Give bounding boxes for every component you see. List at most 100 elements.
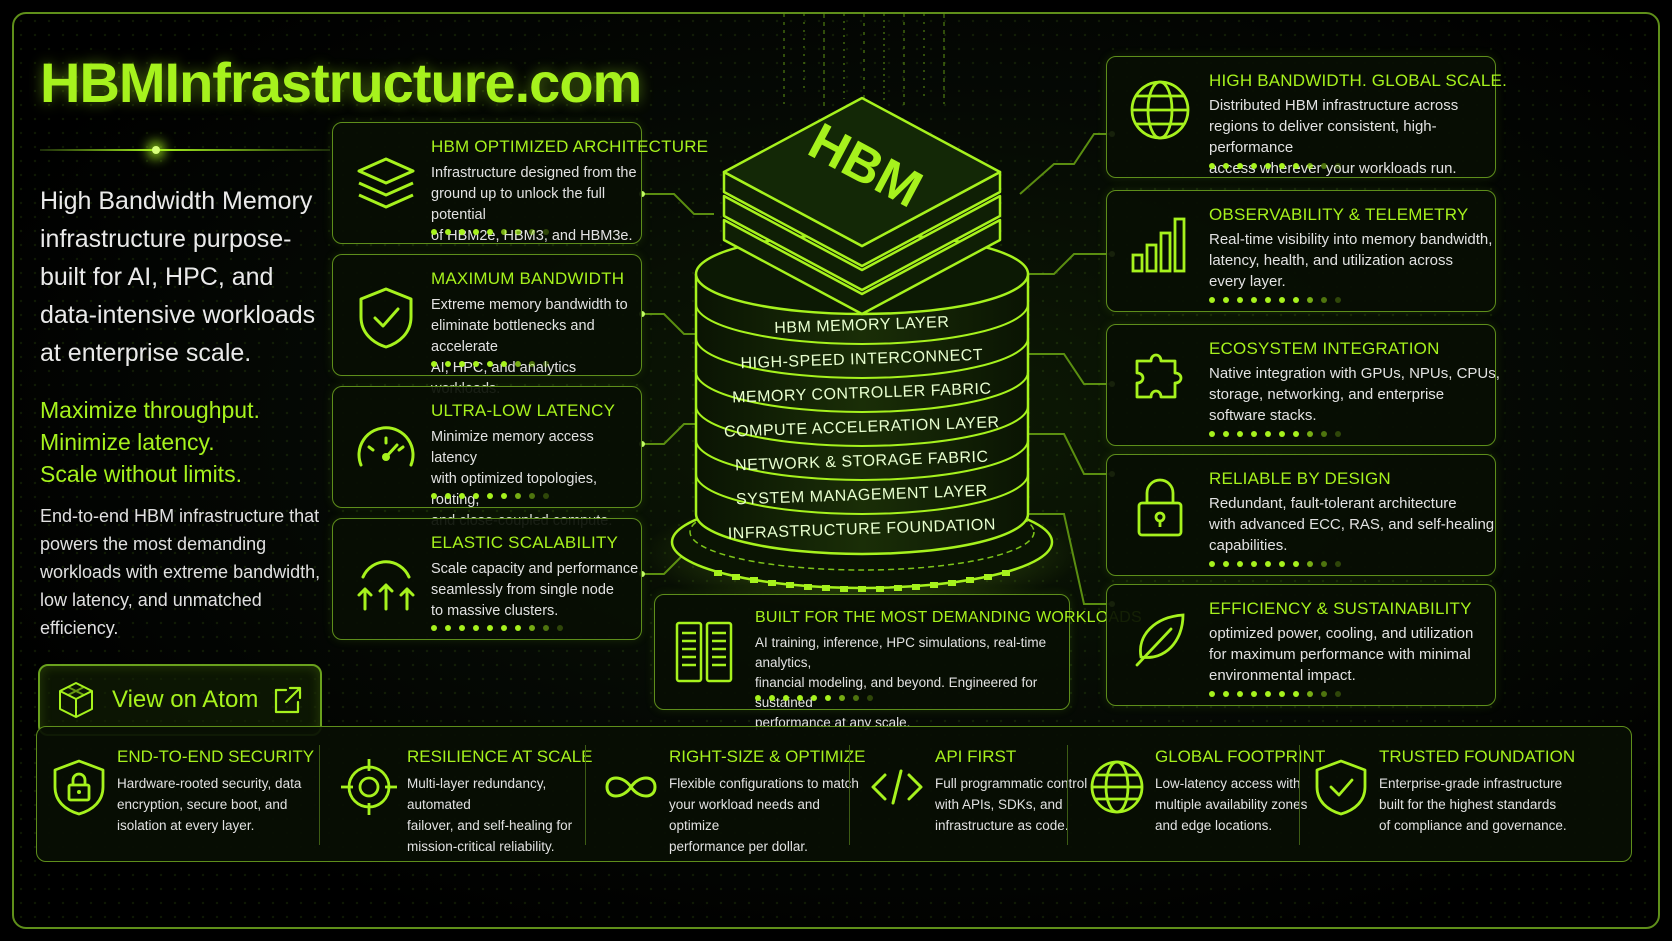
card-body: Real-time visibility into memory bandwid… xyxy=(1209,229,1509,292)
tagline-line: Scale without limits. xyxy=(40,461,242,487)
body-line: with APIs, SDKs, and xyxy=(935,797,1063,812)
puzzle-icon xyxy=(1135,353,1183,399)
feature-body: Multi-layer redundancy, automated failov… xyxy=(407,773,597,857)
card-title: ULTRA-LOW LATENCY xyxy=(431,401,616,420)
body-line: Flexible configurations to match xyxy=(669,776,859,791)
body-line: built for the highest standards xyxy=(1379,797,1557,812)
chip-layer xyxy=(722,218,1002,316)
card-title: OBSERVABILITY & TELEMETRY xyxy=(1209,205,1469,224)
led xyxy=(876,586,884,592)
feature-api-first[interactable]: API FIRST Full programmatic control with… xyxy=(855,727,1087,863)
tagline: Maximize throughput. Minimize latency. S… xyxy=(40,394,330,490)
feature-title: GLOBAL FOOTPRINT xyxy=(1155,747,1326,766)
tagline-line: Maximize throughput. xyxy=(40,397,260,423)
card-observability[interactable]: OBSERVABILITY & TELEMETRY Real-time visi… xyxy=(1106,190,1496,312)
card-reliable-by-design[interactable]: RELIABLE BY DESIGN Redundant, fault-tole… xyxy=(1106,454,1496,576)
description-text: End-to-end HBM infrastructure that power… xyxy=(40,506,321,638)
progress-dots xyxy=(431,625,563,631)
led xyxy=(858,586,866,592)
body-line: Low-latency access with xyxy=(1155,776,1301,791)
led xyxy=(732,574,740,580)
body-line: financial modeling, and beyond. Engineer… xyxy=(755,675,1038,710)
body-line: infrastructure as code. xyxy=(935,818,1069,833)
card-global-scale[interactable]: HIGH BANDWIDTH. GLOBAL SCALE. Distribute… xyxy=(1106,56,1507,178)
card-demanding-workloads[interactable]: BUILT FOR THE MOST DEMANDING WORKLOADS A… xyxy=(654,594,1142,730)
body-line: AI training, inference, HPC simulations,… xyxy=(755,635,1047,670)
led xyxy=(912,584,920,590)
lead-text: High Bandwidth Memory infrastructure pur… xyxy=(40,187,316,367)
feature-separator xyxy=(849,745,850,845)
body-line: encryption, secure boot, and xyxy=(117,797,288,812)
body-line: of compliance and governance. xyxy=(1379,818,1567,833)
led xyxy=(894,585,902,591)
layer-band xyxy=(695,303,1029,345)
body-line: seamlessly from single node xyxy=(431,582,614,598)
card-ecosystem-integration[interactable]: ECOSYSTEM INTEGRATION Native integration… xyxy=(1106,324,1500,446)
card-ultra-low-latency[interactable]: ULTRA-LOW LATENCY Minimize memory access… xyxy=(332,386,642,529)
led xyxy=(786,582,794,588)
feature-title: API FIRST xyxy=(935,747,1017,766)
body-line: multiple availability zones xyxy=(1155,797,1308,812)
feature-right-size-optimize[interactable]: RIGHT-SIZE & OPTIMIZE Flexible configura… xyxy=(589,727,865,863)
target-icon xyxy=(341,759,397,815)
card-body: Scale capacity and performance seamlessl… xyxy=(431,559,638,622)
layer-band xyxy=(695,337,1029,379)
feature-global-footprint[interactable]: GLOBAL FOOTPRINT Low-latency access with… xyxy=(1075,727,1325,863)
cube-icon xyxy=(59,682,93,718)
body-line: Scale capacity and performance xyxy=(431,561,639,577)
card-body: optimized power, cooling, and utilizatio… xyxy=(1209,623,1509,686)
body-line: regions to deliver consistent, high-perf… xyxy=(1209,118,1437,156)
server-rack-icon xyxy=(675,621,733,683)
body-line: and edge locations. xyxy=(1155,818,1273,833)
progress-dots xyxy=(431,361,549,367)
feature-separator xyxy=(585,745,586,845)
body-line: optimized power, cooling, and utilizatio… xyxy=(1209,625,1474,642)
layer-band xyxy=(695,473,1029,515)
card-title: EFFICIENCY & SUSTAINABILITY xyxy=(1209,599,1472,618)
external-link-icon xyxy=(274,686,302,714)
progress-dots xyxy=(1209,561,1341,567)
body-line: latency, health, and utilization across xyxy=(1209,252,1454,269)
feature-body: Enterprise-grade infrastructure built fo… xyxy=(1379,773,1609,836)
body-line: Minimize memory access latency xyxy=(431,429,594,466)
led xyxy=(750,577,758,583)
body-line: Infrastructure designed from the xyxy=(431,165,637,181)
body-line: of HBM2e, HBM3, and HBM3e. xyxy=(431,228,633,244)
card-title: ECOSYSTEM INTEGRATION xyxy=(1209,339,1440,358)
shield-check-icon xyxy=(359,287,413,349)
card-maximum-bandwidth[interactable]: MAXIMUM BANDWIDTH Extreme memory bandwid… xyxy=(332,254,642,397)
bar-chart-icon xyxy=(1131,217,1186,273)
led xyxy=(714,570,722,576)
scale-arrows-icon xyxy=(357,560,415,611)
chip-top xyxy=(722,96,1002,248)
body-line: isolation at every layer. xyxy=(117,818,255,833)
led xyxy=(966,577,974,583)
feature-body: Full programmatic control with APIs, SDK… xyxy=(935,773,1125,836)
led xyxy=(768,580,776,586)
view-on-atom-button[interactable]: View on Atom xyxy=(38,664,322,736)
feature-separator xyxy=(1299,745,1300,845)
layer-band xyxy=(695,371,1029,413)
feature-body: Low-latency access with multiple availab… xyxy=(1155,773,1345,836)
globe-icon xyxy=(1090,760,1144,814)
feature-end-to-end-security[interactable]: END-TO-END SECURITY Hardware-rooted secu… xyxy=(37,727,317,863)
body-line: with advanced ECC, RAS, and self-healing xyxy=(1209,516,1495,533)
card-title: HBM OPTIMIZED ARCHITECTURE xyxy=(431,137,709,156)
body-line: Enterprise-grade infrastructure xyxy=(1379,776,1563,791)
site-title: HBMInfrastructure.com xyxy=(40,51,642,114)
progress-dots xyxy=(1209,431,1341,437)
card-title: BUILT FOR THE MOST DEMANDING WORKLOADS xyxy=(755,609,1142,626)
base-ring xyxy=(689,493,1035,571)
card-hbm-optimized-architecture[interactable]: HBM OPTIMIZED ARCHITECTURE Infrastructur… xyxy=(332,122,708,247)
feature-resilience-at-scale[interactable]: RESILIENCE AT SCALE Multi-layer redundan… xyxy=(327,727,593,863)
progress-dots xyxy=(431,229,549,235)
code-icon xyxy=(871,769,923,805)
card-body: Native integration with GPUs, NPUs, CPUs… xyxy=(1209,363,1509,426)
card-efficiency-sustainability[interactable]: EFFICIENCY & SUSTAINABILITY optimized po… xyxy=(1106,584,1496,706)
body-line: failover, and self-healing for xyxy=(407,818,573,833)
body-line: Full programmatic control xyxy=(935,776,1088,791)
card-elastic-scalability[interactable]: ELASTIC SCALABILITY Scale capacity and p… xyxy=(332,518,642,640)
body-line: capabilities. xyxy=(1209,537,1288,554)
card-body: Infrastructure designed from the ground … xyxy=(431,163,641,247)
feature-trusted-foundation[interactable]: TRUSTED FOUNDATION Enterprise-grade infr… xyxy=(1299,727,1629,863)
